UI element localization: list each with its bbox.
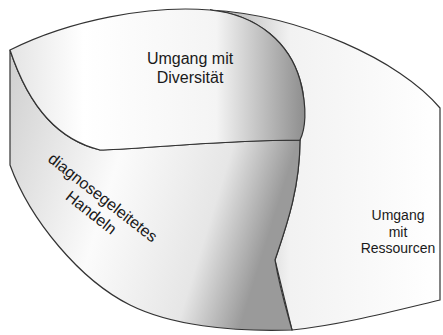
- band-face: Umgang mit Diversität: [135, 47, 245, 89]
- face-label: Umgang mit Ressourcen: [361, 207, 436, 257]
- face-label: Umgang mit Diversität: [137, 49, 243, 87]
- top-face: [10, 9, 305, 150]
- band-face: Umgang mit Ressourcen: [359, 205, 438, 259]
